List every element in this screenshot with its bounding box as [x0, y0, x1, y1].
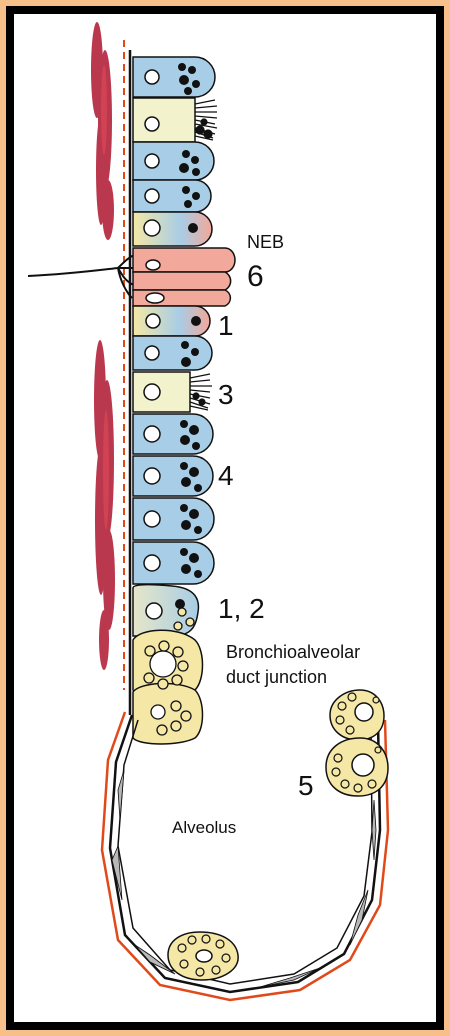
epithelium	[132, 56, 236, 745]
secretory-cell	[132, 455, 214, 497]
label-6: 6	[247, 260, 264, 293]
alveolar-wall	[100, 711, 390, 1002]
secretory-cell	[132, 541, 215, 585]
junction-label-line2: duct junction	[226, 667, 327, 687]
ciliated-cell	[132, 97, 196, 143]
nuclei	[143, 69, 165, 620]
cilia	[189, 99, 218, 411]
ciliated-cell	[132, 371, 191, 413]
type2-cell	[132, 682, 204, 745]
neb-label: NEB	[247, 232, 284, 252]
diagram-panel	[14, 14, 436, 1022]
junction-label-line1: Bronchioalveolar	[226, 642, 360, 662]
label-3: 3	[218, 379, 234, 410]
secretory-granules	[175, 63, 202, 609]
label-4: 4	[218, 460, 234, 491]
airway-diagram: NEB 6 1 3 4 1, 2 Bronchioalveolar duct j…	[14, 14, 436, 1022]
nerve-fiber	[27, 254, 135, 299]
secretory-cell	[132, 335, 213, 371]
bronchioalveolar-stem-cell	[132, 583, 200, 637]
alveolus-label: Alveolus	[172, 818, 236, 837]
label-1-2: 1, 2	[218, 593, 265, 624]
label-1: 1	[218, 310, 234, 341]
lamellar-bodies	[143, 607, 195, 736]
secretory-cell	[132, 497, 215, 541]
vessel-highlights	[101, 65, 109, 530]
alveolar-type2-cells	[167, 689, 389, 981]
label-5: 5	[298, 770, 314, 801]
neb-cell	[132, 271, 232, 291]
